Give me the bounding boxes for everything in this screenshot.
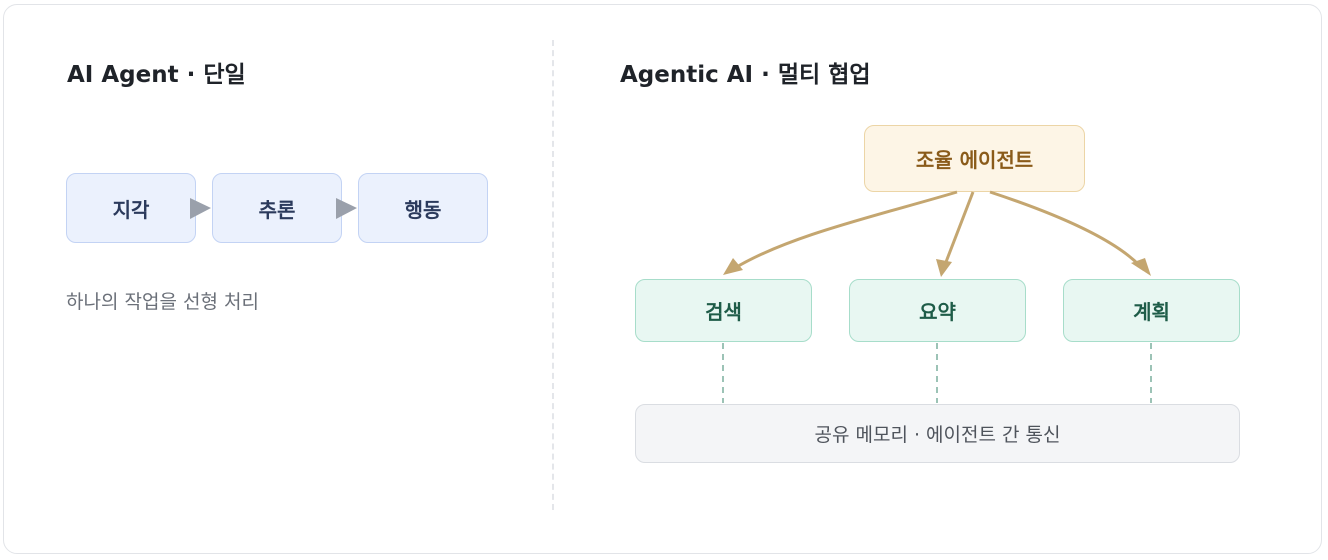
single-agent-description: 하나의 작업을 선형 처리: [66, 291, 259, 313]
worker-search: 검색: [635, 279, 812, 342]
step-act: 행동: [358, 173, 488, 243]
step-reason: 추론: [212, 173, 342, 243]
shared-memory-bus: 공유 메모리 · 에이전트 간 통신: [635, 404, 1240, 463]
orchestrator-agent: 조율 에이전트: [864, 125, 1085, 192]
section-divider: [552, 40, 554, 510]
worker-plan: 계획: [1063, 279, 1240, 342]
worker-summary: 요약: [849, 279, 1026, 342]
single-agent-title: AI Agent · 단일: [67, 62, 246, 88]
multi-agent-title: Agentic AI · 멀티 협업: [620, 62, 871, 88]
step-perceive: 지각: [66, 173, 196, 243]
